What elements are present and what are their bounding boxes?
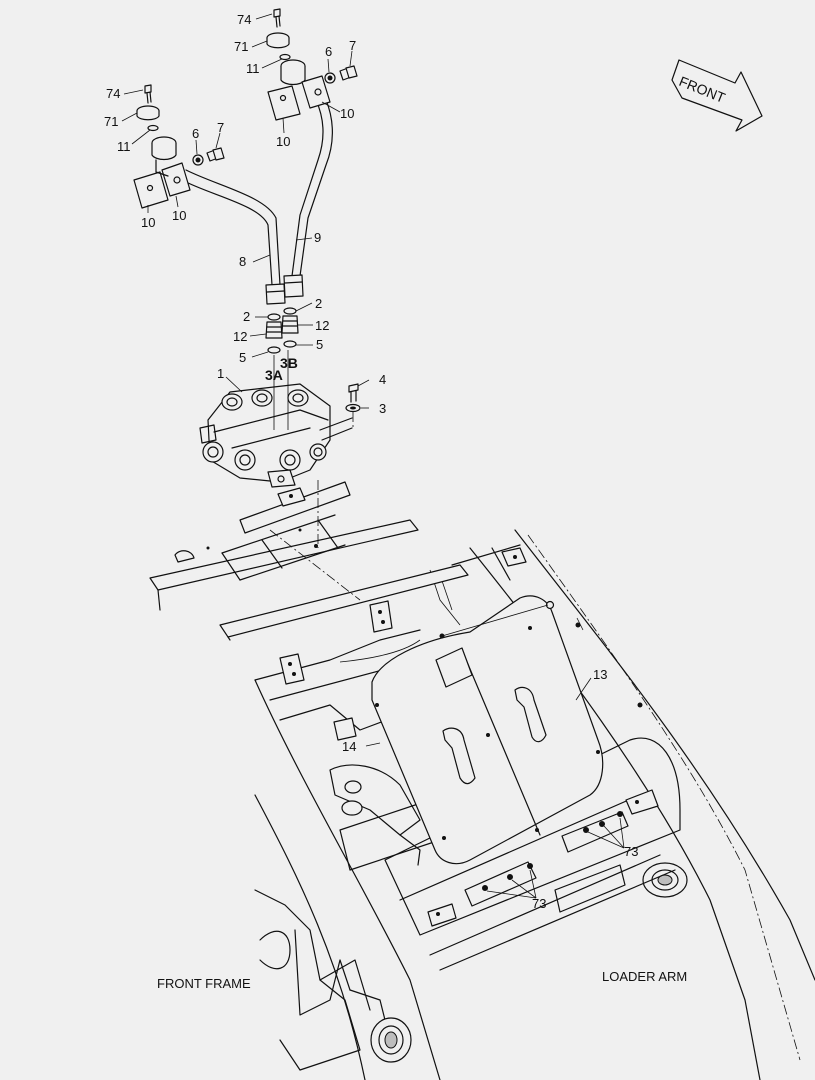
- loader-arm: [384, 529, 815, 1080]
- callout-2-right: 2: [315, 296, 322, 311]
- callout-71-right: 71: [234, 39, 248, 54]
- callout-8: 8: [239, 254, 246, 269]
- callout-3: 3: [379, 401, 386, 416]
- callout-13: 13: [593, 667, 607, 682]
- leader-lines: [121, 13, 625, 899]
- callout-74-right: 74: [237, 12, 251, 27]
- callout-5-right: 5: [316, 337, 323, 352]
- callout-74-left: 74: [106, 86, 120, 101]
- bolts-73: [482, 811, 623, 891]
- callout-73-right: 73: [624, 844, 638, 859]
- callout-73-left: 73: [532, 896, 546, 911]
- loader-arm-label: LOADER ARM: [602, 969, 687, 984]
- callout-2-left: 2: [243, 309, 250, 324]
- fittings: [265, 307, 299, 430]
- front-frame-label: FRONT FRAME: [157, 976, 251, 991]
- callout-11-right: 11: [246, 61, 260, 76]
- callout-7-left: 7: [217, 120, 224, 135]
- callout-1: 1: [217, 366, 224, 381]
- callout-71-left: 71: [104, 114, 118, 129]
- callout-6-right: 6: [325, 44, 332, 59]
- clamp-assembly-left: [133, 84, 225, 209]
- callout-3B: 3B: [280, 355, 298, 371]
- callout-11-left: 11: [117, 139, 131, 154]
- callout-7-right: 7: [349, 38, 356, 53]
- bolt-and-washer: [317, 383, 361, 548]
- callout-14: 14: [342, 739, 356, 754]
- callout-10-right-a: 10: [276, 134, 290, 149]
- callout-5-left: 5: [239, 350, 246, 365]
- clamp-assembly-right: [266, 8, 358, 121]
- callout-4: 4: [379, 372, 386, 387]
- front-direction-arrow: FRONT: [671, 59, 763, 132]
- callout-9: 9: [314, 230, 321, 245]
- callout-10-left-a: 10: [141, 215, 155, 230]
- mounting-bracket: [149, 481, 469, 641]
- callout-12-right: 12: [315, 318, 329, 333]
- callout-10-right-b: 10: [340, 106, 354, 121]
- callout-12-left: 12: [233, 329, 247, 344]
- control-valve: [199, 383, 353, 488]
- callout-3A: 3A: [265, 367, 283, 383]
- callout-labels: 74 71 11 6 7 10 10 74 71 11 6 7 10 10 9 …: [104, 12, 687, 991]
- callout-10-left-b: 10: [172, 208, 186, 223]
- callout-6-left: 6: [192, 126, 199, 141]
- cover-plate: [371, 595, 604, 865]
- front-frame: [254, 569, 461, 1080]
- hydraulic-tubes: [181, 99, 333, 305]
